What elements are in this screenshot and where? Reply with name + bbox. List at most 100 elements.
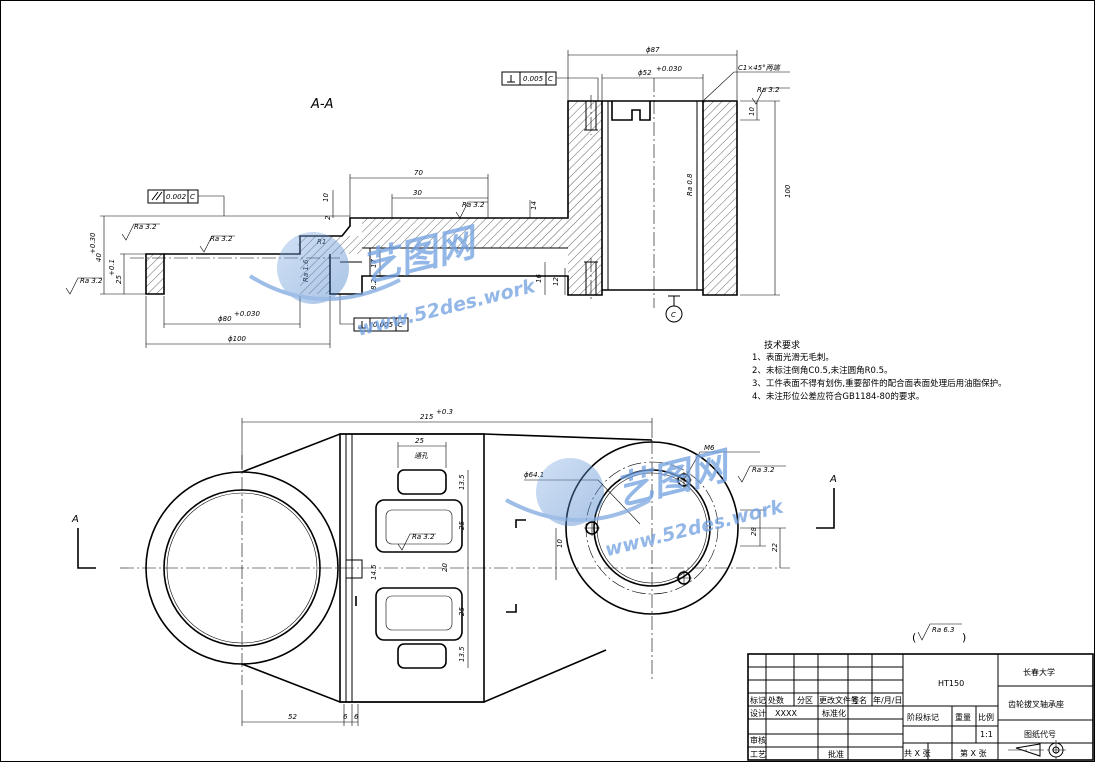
pockets xyxy=(375,469,463,669)
right-boss-outer xyxy=(565,441,739,615)
label-change-doc: 更改文件号 xyxy=(819,695,859,705)
dim-25b: 25 xyxy=(458,607,466,616)
dim-100-line xyxy=(740,100,780,296)
parallel-icon xyxy=(151,191,163,201)
perp-value-bottom: 0.005 xyxy=(373,321,394,329)
label-weight: 重量 xyxy=(955,712,971,722)
chamfer-leader xyxy=(702,71,790,102)
rough-bore: Ra 3.2 xyxy=(210,235,233,243)
dim-70: 70 xyxy=(414,169,423,177)
m6-leader xyxy=(683,451,760,481)
dim-70-line xyxy=(349,174,489,218)
dim-215-tol: +0.3 xyxy=(436,408,453,416)
dim-40-line xyxy=(100,215,350,295)
label-design: 设计 xyxy=(750,708,766,718)
rough-flange-top: Ra 3.2 xyxy=(134,223,157,231)
label-sign: 签名 xyxy=(851,695,867,705)
title-block-frame xyxy=(747,653,1094,761)
datum-c-label: C xyxy=(671,311,676,319)
rough-bore-main: Ra 0.8 xyxy=(686,173,694,196)
dim-22: 22 xyxy=(771,543,779,552)
dim-25-tol: +0.1 xyxy=(108,259,116,276)
perp-value-top: 0.005 xyxy=(523,75,544,83)
dim-40: 40 xyxy=(95,253,103,262)
rough-symbol xyxy=(737,465,786,483)
dim-25w-line xyxy=(397,442,447,468)
arm-slot xyxy=(346,559,363,579)
section-letter-left: A xyxy=(71,514,79,525)
sheet-number: 第 X 张 xyxy=(960,748,987,758)
dim-6b: 6 xyxy=(354,713,359,721)
dim-87-line xyxy=(567,50,738,100)
perpendicular-icon xyxy=(507,75,515,83)
watermark-globe xyxy=(277,232,349,304)
dim-6-line xyxy=(344,704,359,726)
rough-top: Ra 3.2 xyxy=(757,86,780,94)
hole-note: 通孔 xyxy=(414,452,429,460)
dim-52: ϕ52 xyxy=(638,69,652,77)
left-boss-inner xyxy=(163,489,321,647)
view-corner-marks xyxy=(355,519,526,613)
general-roughness: ( Ra 6.3 ) xyxy=(912,623,966,644)
keyway xyxy=(611,101,651,121)
datum-c-marker xyxy=(668,295,680,306)
rough-symbol xyxy=(397,533,436,551)
dim-80-tol: +0.030 xyxy=(234,310,260,318)
rough-flange-left: Ra 3.2 xyxy=(80,277,103,285)
dim-80-line xyxy=(163,296,301,328)
dim-10-plan: 10 xyxy=(556,539,564,548)
rough-plan-right: Ra 3.2 xyxy=(752,466,775,474)
pocket-3 xyxy=(375,587,463,641)
dim-52-line xyxy=(241,690,345,726)
rough-symbol xyxy=(455,201,488,219)
watermark-2: 艺图网 www.52des.work xyxy=(505,443,787,561)
perp-leader-top xyxy=(556,77,599,101)
dim-16: 16 xyxy=(535,274,543,283)
left-boss-chamfer xyxy=(166,492,318,644)
section-letter-right: A xyxy=(829,474,837,485)
m6-note: M6 xyxy=(704,444,715,452)
label-scale: 比例 xyxy=(978,712,994,722)
dim-2: 2 xyxy=(324,215,332,220)
dim-215: 215 xyxy=(420,413,434,421)
title-block: 长春大学 HT150 齿轮拔叉轴承座 图纸代号 标记 处数 分区 更改文件号 签… xyxy=(747,653,1094,761)
label-zone: 分区 xyxy=(797,696,813,705)
watermark-swoosh xyxy=(248,274,401,302)
perpendicular-icon xyxy=(358,321,366,329)
tolerance-frames: 0.005 C 0.002 C 0.005 C C xyxy=(147,71,683,332)
pocket-3-inner xyxy=(385,595,453,631)
pocket-4 xyxy=(397,643,447,669)
projection-symbol-icon xyxy=(1008,740,1068,760)
perp-leader-bottom xyxy=(339,294,354,325)
par-datum: C xyxy=(190,193,195,201)
arm-plate xyxy=(339,433,485,703)
plan-dimensions: 215 +0.3 25 通孔 13.5 25 20 25 13.5 14.5 1… xyxy=(241,408,786,726)
dim-40-tol: +0.30 xyxy=(89,232,97,254)
dim-6a: 6 xyxy=(343,713,348,721)
boss-outline-right xyxy=(702,100,738,296)
rough-web: Ra 3.2 xyxy=(462,201,485,209)
label-stage-mark: 阶段标记 xyxy=(907,712,939,722)
rough-symbol xyxy=(751,87,790,105)
dim-13-5a: 13.5 xyxy=(458,474,466,490)
title-grid-left-v xyxy=(765,654,904,760)
scale-value: 1:1 xyxy=(980,730,993,739)
dim-25: 25 xyxy=(115,275,123,284)
perp-datum-bottom: C xyxy=(398,321,403,329)
dim-14: 14 xyxy=(530,201,538,210)
dim-30: 30 xyxy=(413,189,422,197)
drawing-number: 图纸代号 xyxy=(1024,729,1056,739)
watermark-logo: 艺图网 xyxy=(611,443,737,514)
title-grid-right xyxy=(998,685,1093,721)
perp-frame-top xyxy=(501,71,557,86)
paren-open: ( xyxy=(912,631,916,644)
technical-requirements: 技术要求 1、表面光滑无毛刺。 2、未标注倒角C0.5,未注圆角R0.5。 3、… xyxy=(752,339,1007,402)
rough-general: Ra 6.3 xyxy=(932,626,955,634)
title-grid-mid xyxy=(903,654,1093,760)
chamfer-note: C1×45°两端 xyxy=(738,64,781,72)
note-2: 2、未标注倒角C0.5,未注圆角R0.5。 xyxy=(752,365,893,376)
dim-17: 17 xyxy=(370,259,378,268)
hatch-web xyxy=(362,218,568,248)
